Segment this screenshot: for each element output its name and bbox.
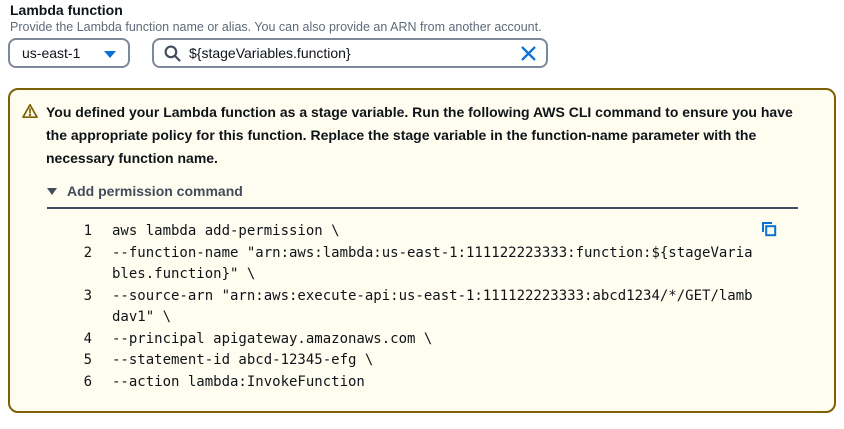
code-line-text: --source-arn "arn:aws:execute-api:us-eas… — [112, 287, 753, 326]
code-line: 4 --principal apigateway.amazonaws.com \ — [22, 329, 818, 351]
caret-down-icon — [104, 50, 116, 58]
copy-icon — [762, 222, 777, 237]
expander-divider — [47, 207, 798, 209]
add-permission-expander[interactable]: Add permission command — [47, 183, 243, 199]
code-line: 1 aws lambda add-permission \ — [22, 221, 818, 243]
search-icon — [164, 45, 181, 62]
function-search-box — [152, 38, 548, 68]
code-line: 2 --function-name "arn:aws:lambda:us-eas… — [22, 243, 818, 286]
region-selector-value: us-east-1 — [22, 45, 81, 61]
code-line-text: aws lambda add-permission \ — [112, 223, 340, 239]
code-line-number: 5 — [83, 352, 92, 368]
code-line-number: 6 — [83, 373, 92, 390]
code-line-text: --function-name "arn:aws:lambda:us-east-… — [112, 244, 753, 283]
copy-code-button[interactable] — [761, 221, 777, 237]
code-line-number: 3 — [83, 287, 92, 304]
close-icon — [521, 45, 536, 61]
warning-triangle-icon — [22, 103, 38, 170]
code-line: 6 --action lambda:InvokeFunction — [22, 372, 818, 394]
code-line: 5 --statement-id abcd-12345-efg \ — [22, 350, 818, 372]
code-line-text: --action lambda:InvokeFunction — [112, 373, 365, 390]
clear-input-button[interactable] — [520, 45, 537, 62]
region-selector[interactable]: us-east-1 — [8, 38, 130, 68]
caret-down-icon — [47, 188, 57, 195]
code-line-number: 1 — [83, 223, 92, 239]
code-line: 3 --source-arn "arn:aws:execute-api:us-e… — [22, 286, 818, 329]
code-line-number: 4 — [83, 330, 92, 347]
warning-message: You defined your Lambda function as a st… — [46, 104, 793, 166]
warning-alert: You defined your Lambda function as a st… — [8, 88, 836, 413]
warning-alert-header: You defined your Lambda function as a st… — [22, 100, 818, 170]
code-line-text: --statement-id abcd-12345-efg \ — [112, 352, 374, 368]
function-name-input[interactable] — [189, 45, 512, 61]
controls-row: us-east-1 — [8, 38, 548, 68]
code-line-text: --principal apigateway.amazonaws.com \ — [112, 330, 433, 347]
field-description: Provide the Lambda function name or alia… — [10, 20, 542, 34]
expander-label: Add permission command — [67, 183, 243, 199]
page-title: Lambda function — [10, 2, 123, 18]
code-block: 1 aws lambda add-permission \ 2 --functi… — [22, 221, 818, 393]
code-line-number: 2 — [83, 244, 92, 261]
